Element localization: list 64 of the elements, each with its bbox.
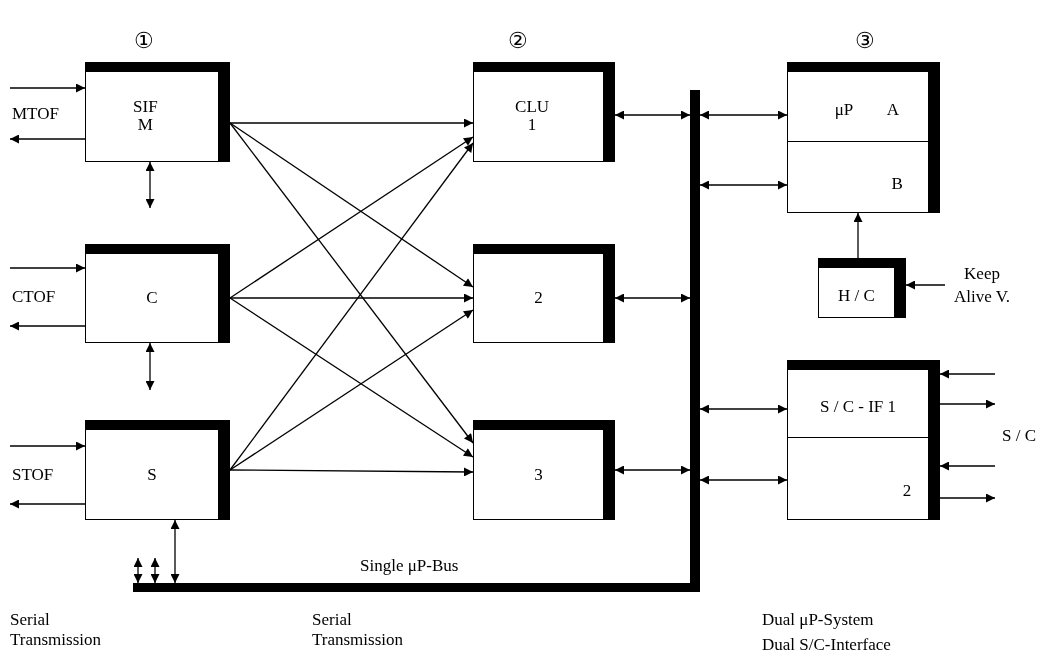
block-label: H / C <box>838 287 875 306</box>
arrow <box>9 83 86 93</box>
block-label: S / C - IF 1 <box>820 397 896 417</box>
block-label: 2 <box>534 288 543 308</box>
arrow <box>170 519 180 584</box>
block-box <box>473 420 615 520</box>
block-label: C <box>146 288 158 308</box>
arrow <box>9 441 86 451</box>
column-number: ③ <box>855 28 875 55</box>
arrow <box>145 342 155 391</box>
block-label: S <box>147 465 157 484</box>
arrow <box>699 180 788 190</box>
arrow <box>133 557 143 584</box>
block-box <box>85 420 230 520</box>
block-box <box>473 244 615 343</box>
signal-label: Dual S/C-Interface <box>762 635 891 656</box>
arrow <box>229 293 474 303</box>
column-number: ② <box>508 28 528 55</box>
block-label: 2 <box>902 481 912 500</box>
block-label: A <box>886 100 900 120</box>
signal-label: Dual μP-System <box>762 610 874 631</box>
block-box <box>473 62 615 162</box>
arrow <box>853 212 863 259</box>
arrow <box>699 475 788 485</box>
block-box <box>85 62 230 162</box>
arrow <box>150 557 160 584</box>
arrow <box>9 321 86 331</box>
arrow <box>9 263 86 273</box>
block-label: μP <box>834 100 854 120</box>
signal-label: Keep Alive V. <box>952 263 1011 308</box>
block-box <box>818 258 906 318</box>
arrow <box>614 110 691 120</box>
arrow <box>699 110 788 120</box>
block-box <box>787 438 940 520</box>
arrow <box>905 280 946 290</box>
arrow <box>229 118 474 128</box>
block-box <box>787 142 940 213</box>
signal-label: Serial Transmission <box>10 610 100 651</box>
signal-label: Serial Transmission <box>312 610 402 651</box>
arrow <box>939 399 996 409</box>
block-box <box>787 360 940 438</box>
arrow <box>9 134 86 144</box>
arrow <box>145 161 155 209</box>
signal-label: MTOF <box>12 104 59 125</box>
block-label: CLU 1 <box>514 97 551 136</box>
signal-label: CTOF <box>12 287 56 308</box>
arrow <box>614 293 691 303</box>
block-label: SIF M <box>132 97 159 136</box>
block-label: 3 <box>534 465 543 484</box>
arrow <box>229 467 474 477</box>
arrow <box>939 461 996 471</box>
signal-label: S / C <box>1002 426 1037 447</box>
arrow <box>614 465 691 475</box>
bus-label: Single μP-Bus <box>360 556 459 577</box>
block-box <box>787 62 940 142</box>
arrow <box>939 369 996 379</box>
arrow <box>939 493 996 503</box>
block-label: B <box>891 174 903 194</box>
arrow <box>9 499 86 509</box>
signal-label: STOF <box>12 465 54 486</box>
bus-bar <box>133 90 700 592</box>
arrow <box>699 404 788 414</box>
block-box <box>85 244 230 343</box>
column-number: ① <box>134 28 154 55</box>
